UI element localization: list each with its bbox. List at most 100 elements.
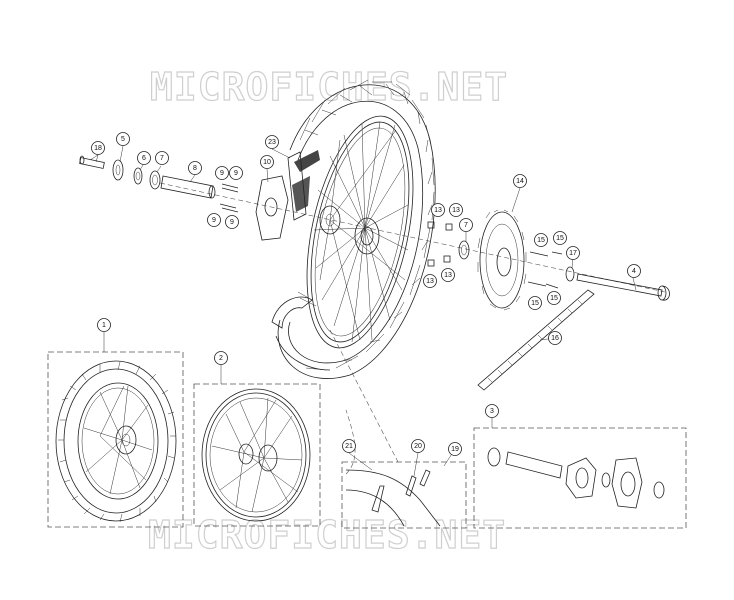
callout-c7b: 7 [459,218,473,232]
callout-circle [547,291,561,305]
callout-circle [566,246,580,260]
callout-c15b: 15 [553,231,567,245]
box-rim [193,383,321,527]
callout-c7a: 7 [155,151,169,165]
left-axle-parts [79,151,307,241]
callout-circle [91,141,105,155]
callout-circle [155,151,169,165]
callout-circle [449,203,463,217]
callout-label: 9 [220,170,224,177]
callout-label: 9 [230,219,234,226]
callout-label: 9 [234,170,238,177]
box-complete-wheel [47,351,184,528]
callout-c14: 14 [513,174,527,188]
callout-label: 3 [490,408,494,415]
callout-label: 8 [193,165,197,172]
callout-label: 18 [94,145,102,152]
callout-label: 15 [550,295,558,302]
callout-c13b: 13 [449,203,463,217]
callout-circle [513,174,527,188]
callout-c2: 2 [214,351,228,365]
callout-circle [553,231,567,245]
callout-c9c: 9 [207,213,221,227]
callout-circle [214,351,228,365]
callout-c4: 4 [627,264,641,278]
callout-circle [459,218,473,232]
callout-label: 15 [531,300,539,307]
callout-leaders [89,145,637,477]
callout-circle [431,203,445,217]
callout-label: 13 [444,272,452,279]
detail-leader [329,329,399,463]
callout-c1: 1 [97,318,111,332]
callout-circle [265,135,279,149]
callout-circle [188,161,202,175]
box-tire-detail [341,409,467,529]
callout-circle [137,151,151,165]
callout-circle [485,404,499,418]
callout-c23: 23 [265,135,279,149]
box-hub [473,427,687,529]
right-axle-parts [427,209,670,391]
callout-label: 1 [102,322,106,329]
callout-c13c: 13 [423,274,437,288]
callout-label: 7 [160,155,164,162]
callout-label: 5 [121,136,125,143]
callout-c3: 3 [485,404,499,418]
callout-label: 9 [212,217,216,224]
callout-c10: 10 [260,155,274,169]
callout-circle [448,442,462,456]
callout-label: 2 [219,355,223,362]
callout-label: 15 [556,235,564,242]
callout-circle [441,268,455,282]
callout-label: 17 [569,250,577,257]
callout-label: 15 [537,237,545,244]
callout-circle [423,274,437,288]
callout-circle [225,215,239,229]
callout-c21: 21 [342,439,356,453]
callout-c9a: 9 [215,166,229,180]
callout-c15d: 15 [547,291,561,305]
callout-circle [528,296,542,310]
callout-c9b: 9 [229,166,243,180]
callout-label: 13 [426,278,434,285]
callout-circle [207,213,221,227]
callout-c15c: 15 [528,296,542,310]
callout-label: 20 [414,443,422,450]
callout-c19: 19 [448,442,462,456]
main-wheel-assembly [159,79,666,379]
callout-c17: 17 [566,246,580,260]
callout-c8: 8 [188,161,202,175]
callout-label: 7 [464,222,468,229]
callout-c5: 5 [116,132,130,146]
callout-label: 16 [551,335,559,342]
callout-circle [342,439,356,453]
callout-label: 19 [451,446,459,453]
callout-c16: 16 [548,331,562,345]
callout-circle [548,331,562,345]
callout-circle [229,166,243,180]
callout-circle [116,132,130,146]
callout-c15a: 15 [534,233,548,247]
callout-c18: 18 [91,141,105,155]
callout-label: 23 [268,139,276,146]
callout-circle [215,166,229,180]
callout-c13d: 13 [441,268,455,282]
watermark-top: MICROFICHES.NET [150,65,508,109]
callout-label: 14 [516,178,524,185]
callout-circle [97,318,111,332]
callout-circle [411,439,425,453]
watermark-bottom: MICROFICHES.NET [148,513,506,557]
callout-label: 4 [632,268,636,275]
callout-circle [627,264,641,278]
callout-circle [534,233,548,247]
callout-label: 6 [142,155,146,162]
callout-label: 13 [452,207,460,214]
callout-c9d: 9 [225,215,239,229]
callout-c13a: 13 [431,203,445,217]
callout-label: 13 [434,207,442,214]
callout-circle [260,155,274,169]
callout-label: 10 [263,159,271,166]
